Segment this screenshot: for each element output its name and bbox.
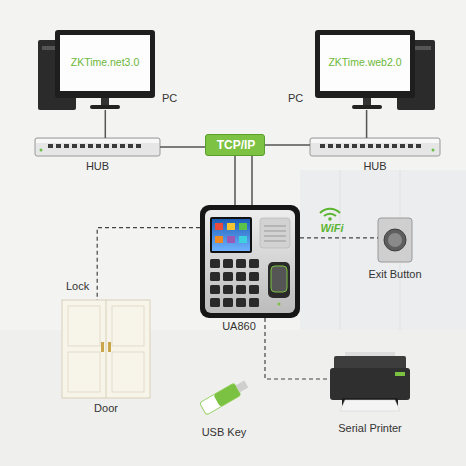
device-label: PC (288, 92, 312, 105)
lock-label: Lock (66, 280, 96, 293)
signal-wire (300, 237, 378, 238)
device-label: HUB (310, 160, 440, 173)
device-label: Door (84, 402, 128, 415)
device-label: Serial Printer (318, 422, 422, 435)
signal-wire (265, 318, 330, 379)
door: LockDoor (62, 300, 150, 398)
wifi-label: WiFi (312, 222, 352, 235)
network-cable (234, 156, 236, 205)
pc-workstation: ZKTime.web2.0PC (315, 30, 435, 110)
network-cable (265, 144, 310, 146)
software-name: ZKTime.net3.0 (60, 56, 150, 68)
device-label: Exit Button (354, 268, 436, 281)
network-hub: HUB (35, 138, 160, 156)
device-label: PC (162, 92, 186, 105)
exit-button: Exit Button (378, 218, 412, 262)
terminal-device: UA860 (200, 205, 300, 318)
network-hub: HUB (310, 138, 440, 156)
protocol-label: TCP/IP (206, 139, 266, 153)
network-cable (105, 110, 107, 138)
device-label: USB Key (186, 426, 262, 439)
signal-wire (97, 228, 200, 300)
network-cable (160, 146, 205, 148)
pc-workstation: ZKTime.net3.0PC (38, 30, 156, 110)
device-label: HUB (35, 160, 160, 173)
network-cable (366, 110, 368, 138)
device-label: UA860 (218, 320, 260, 333)
protocol-box: TCP/IP (205, 134, 265, 156)
software-name: ZKTime.web2.0 (320, 56, 410, 68)
usb-key: USB Key (198, 380, 250, 416)
serial-printer: Serial Printer (330, 352, 410, 412)
